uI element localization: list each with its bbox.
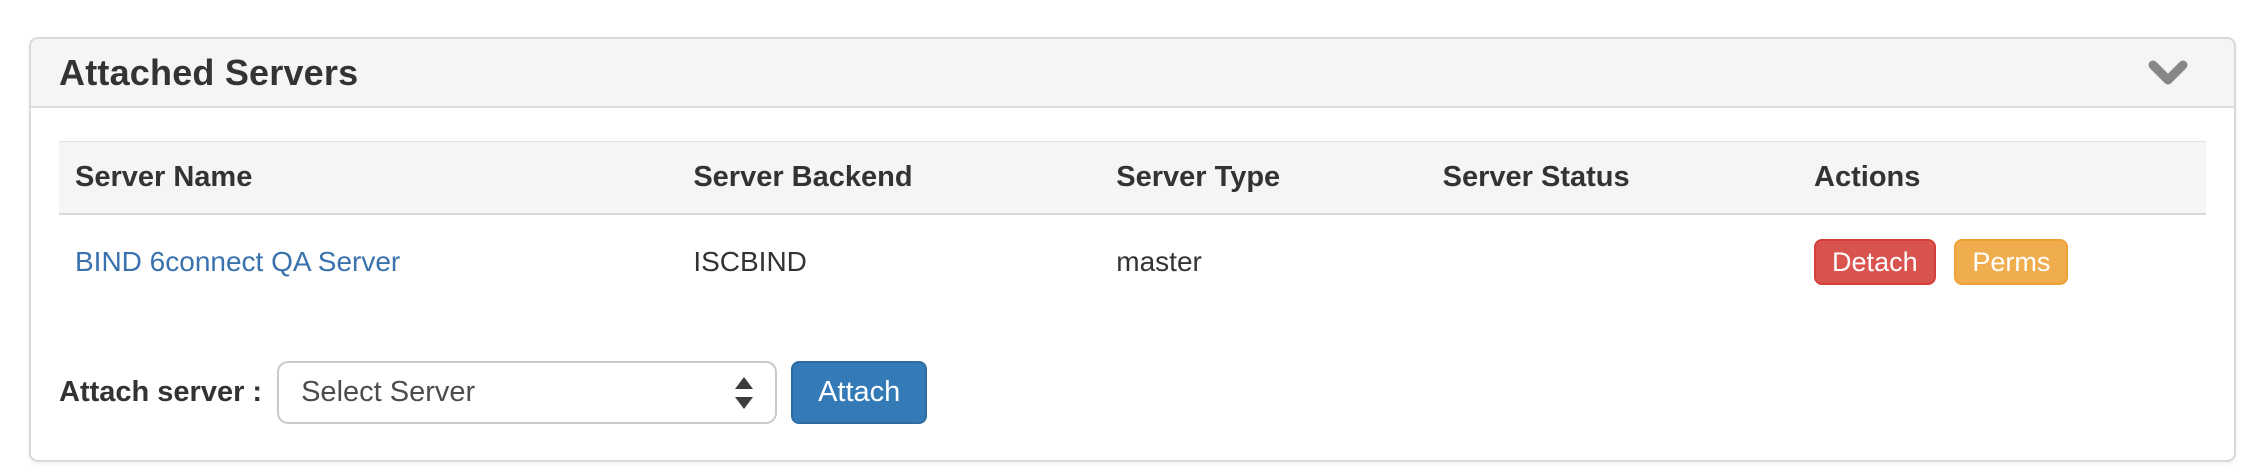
server-name-link[interactable]: BIND 6connect QA Server bbox=[75, 246, 401, 277]
attach-button[interactable]: Attach bbox=[791, 361, 928, 424]
panel-title: Attached Servers bbox=[59, 51, 359, 93]
server-name-cell: BIND 6connect QA Server bbox=[59, 214, 677, 317]
attach-server-form: Attach server : Select Server Attach bbox=[59, 361, 2206, 424]
chevron-down-icon[interactable] bbox=[2148, 59, 2188, 87]
server-select-value: Select Server bbox=[301, 376, 476, 408]
column-header-server-status: Server Status bbox=[1426, 141, 1799, 215]
actions-cell: Detach Perms bbox=[1798, 214, 2206, 317]
column-header-server-name: Server Name bbox=[59, 141, 678, 215]
panel-body: Server Name Server Backend Server Type S… bbox=[31, 108, 2234, 460]
column-header-server-type: Server Type bbox=[1100, 141, 1427, 215]
panel-header: Attached Servers bbox=[31, 39, 2234, 108]
column-header-actions: Actions bbox=[1798, 141, 2206, 215]
perms-button[interactable]: Perms bbox=[1954, 239, 2069, 285]
detach-button[interactable]: Detach bbox=[1814, 239, 1936, 285]
table-row: BIND 6connect QA Server ISCBIND master D… bbox=[59, 214, 2206, 317]
attached-servers-panel: Attached Servers Server Name Server Back… bbox=[29, 37, 2236, 462]
server-backend-cell: ISCBIND bbox=[693, 246, 807, 277]
table-header: Server Name Server Backend Server Type S… bbox=[59, 141, 2206, 215]
column-header-server-backend: Server Backend bbox=[677, 141, 1101, 215]
attach-server-label: Attach server : bbox=[59, 376, 263, 408]
server-type-cell: master bbox=[1116, 246, 1202, 277]
servers-table: Server Name Server Backend Server Type S… bbox=[59, 141, 2206, 317]
server-select[interactable]: Select Server bbox=[277, 361, 778, 424]
up-down-arrows-icon bbox=[735, 376, 754, 409]
server-status-cell bbox=[1427, 214, 1798, 317]
